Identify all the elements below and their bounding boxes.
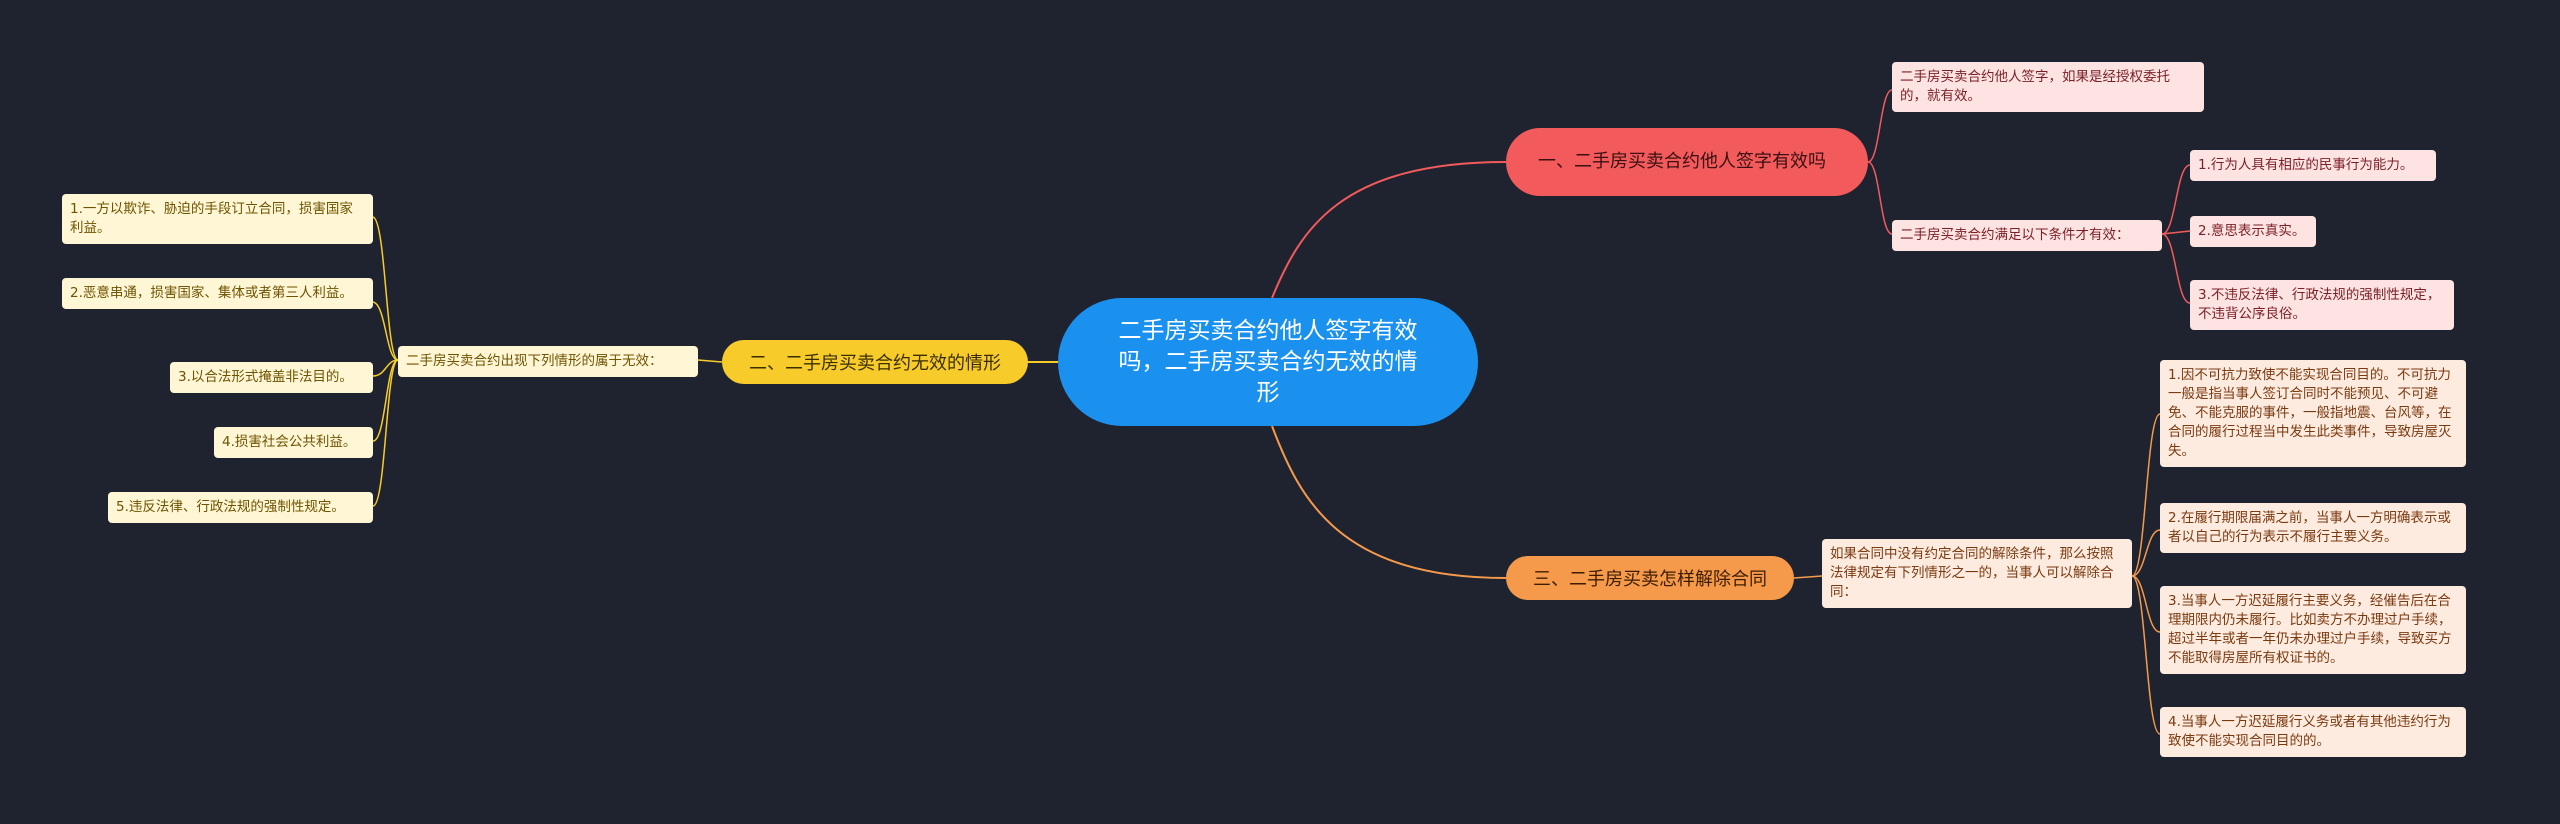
invalid-case-4[interactable]: 4.损害社会公共利益。 [214, 427, 373, 458]
branch-2-topic[interactable]: 二、二手房买卖合约无效的情形 [722, 340, 1028, 384]
branch-3-label: 三、二手房买卖怎样解除合同 [1533, 569, 1767, 590]
center-topic-label: 二手房买卖合约他人签字有效吗，二手房买卖合约无效的情形 [1118, 317, 1418, 406]
terminate-case-3-label: 3.当事人一方迟延履行主要义务，经催告后在合理期限内仍未履行。比如卖方不办理过户… [2168, 593, 2452, 666]
terminate-case-2[interactable]: 2.在履行期限届满之前，当事人一方明确表示或者以自己的行为表示不履行主要义务。 [2160, 503, 2466, 553]
branch-1-child-2[interactable]: 二手房买卖合约满足以下条件才有效： [1892, 220, 2162, 251]
branch-2-child-label: 二手房买卖合约出现下列情形的属于无效： [406, 353, 663, 369]
branch-1-child-1[interactable]: 二手房买卖合约他人签字，如果是经授权委托的，就有效。 [1892, 62, 2204, 112]
invalid-case-1[interactable]: 1.一方以欺诈、胁迫的手段订立合同，损害国家利益。 [62, 194, 373, 244]
branch-1-topic[interactable]: 一、二手房买卖合约他人签字有效吗 [1506, 128, 1868, 196]
branch-1-child-2-label: 二手房买卖合约满足以下条件才有效： [1900, 227, 2130, 243]
branch-2-label: 二、二手房买卖合约无效的情形 [749, 353, 1001, 374]
edge-center-branch3 [1271, 425, 1507, 579]
terminate-case-3[interactable]: 3.当事人一方迟延履行主要义务，经催告后在合理期限内仍未履行。比如卖方不办理过户… [2160, 586, 2466, 674]
branch-3-child-label: 如果合同中没有约定合同的解除条件，那么按照法律规定有下列情形之一的，当事人可以解… [1830, 546, 2114, 600]
branch-3-child[interactable]: 如果合同中没有约定合同的解除条件，那么按照法律规定有下列情形之一的，当事人可以解… [1822, 539, 2132, 608]
invalid-case-4-label: 4.损害社会公共利益。 [222, 434, 357, 450]
branch-1-label: 一、二手房买卖合约他人签字有效吗 [1538, 151, 1826, 172]
terminate-case-1[interactable]: 1.因不可抗力致使不能实现合同目的。不可抗力一般是指当事人签订合同时不能预见、不… [2160, 360, 2466, 467]
terminate-case-4-label: 4.当事人一方迟延履行义务或者有其他违约行为致使不能实现合同目的的。 [2168, 714, 2451, 749]
invalid-case-2[interactable]: 2.恶意串通，损害国家、集体或者第三人利益。 [62, 278, 373, 309]
terminate-case-4[interactable]: 4.当事人一方迟延履行义务或者有其他违约行为致使不能实现合同目的的。 [2160, 707, 2466, 757]
invalid-case-3[interactable]: 3.以合法形式掩盖非法目的。 [170, 362, 373, 393]
condition-3[interactable]: 3.不违反法律、行政法规的强制性规定，不违背公序良俗。 [2190, 280, 2454, 330]
invalid-case-5-label: 5.违反法律、行政法规的强制性规定。 [116, 499, 345, 515]
branch-3-topic[interactable]: 三、二手房买卖怎样解除合同 [1506, 556, 1794, 600]
condition-2-label: 2.意思表示真实。 [2198, 223, 2306, 239]
invalid-case-2-label: 2.恶意串通，损害国家、集体或者第三人利益。 [70, 285, 353, 301]
branch-2-child[interactable]: 二手房买卖合约出现下列情形的属于无效： [398, 346, 698, 377]
condition-2[interactable]: 2.意思表示真实。 [2190, 216, 2316, 247]
terminate-case-2-label: 2.在履行期限届满之前，当事人一方明确表示或者以自己的行为表示不履行主要义务。 [2168, 510, 2451, 545]
invalid-case-5[interactable]: 5.违反法律、行政法规的强制性规定。 [108, 492, 373, 523]
condition-1-label: 1.行为人具有相应的民事行为能力。 [2198, 157, 2414, 173]
terminate-case-1-label: 1.因不可抗力致使不能实现合同目的。不可抗力一般是指当事人签订合同时不能预见、不… [2168, 367, 2452, 459]
edge-center-branch1 [1271, 161, 1507, 299]
center-topic[interactable]: 二手房买卖合约他人签字有效吗，二手房买卖合约无效的情形 [1058, 298, 1478, 426]
invalid-case-1-label: 1.一方以欺诈、胁迫的手段订立合同，损害国家利益。 [70, 201, 353, 236]
condition-3-label: 3.不违反法律、行政法规的强制性规定，不违背公序良俗。 [2198, 287, 2441, 322]
invalid-case-3-label: 3.以合法形式掩盖非法目的。 [178, 369, 353, 385]
condition-1[interactable]: 1.行为人具有相应的民事行为能力。 [2190, 150, 2436, 181]
branch-1-child-1-label: 二手房买卖合约他人签字，如果是经授权委托的，就有效。 [1900, 69, 2170, 104]
